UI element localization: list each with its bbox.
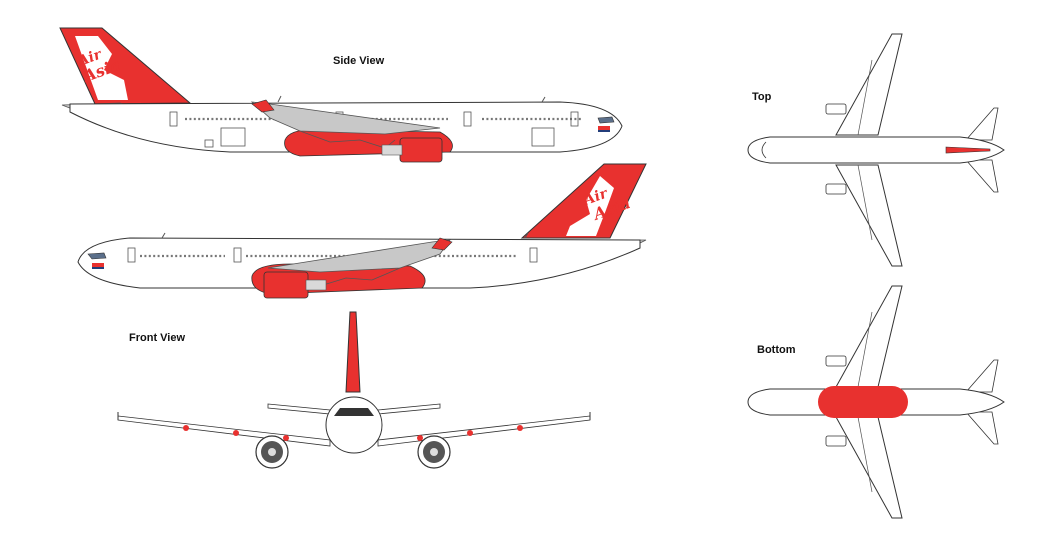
winglet <box>251 99 275 113</box>
cargo-door <box>531 127 555 147</box>
wing-lower <box>835 164 903 267</box>
top-view-aircraft <box>747 33 1005 267</box>
flap-fairing <box>517 425 523 431</box>
wing <box>267 239 451 273</box>
engine-nacelle <box>399 137 443 163</box>
horizontal-stabilizer <box>965 359 999 393</box>
cargo-door <box>204 139 214 148</box>
flap-fairing <box>283 435 289 441</box>
door <box>233 247 242 263</box>
flap-fairing <box>467 430 473 436</box>
flag-decal <box>92 267 104 269</box>
tail-fin-top <box>945 146 991 154</box>
engine <box>825 183 847 195</box>
tail-fin-white-patch <box>75 36 128 100</box>
flap-track <box>319 267 401 287</box>
engine-spinner <box>268 448 276 456</box>
engine <box>825 435 847 447</box>
cockpit-outline <box>761 141 767 159</box>
horizontal-stabilizer <box>965 411 999 445</box>
cargo-door <box>220 127 246 147</box>
tail-fin-white-patch <box>566 176 614 236</box>
front-view-aircraft <box>117 311 591 469</box>
bottom-view-aircraft <box>747 285 1005 519</box>
engine-exhaust <box>305 279 327 291</box>
horizontal-stabilizer <box>267 403 331 415</box>
flap-line <box>857 164 873 241</box>
bottom-view-label: Bottom <box>757 344 796 356</box>
flap-fairing <box>417 435 423 441</box>
horizontal-stabilizer <box>965 159 999 193</box>
door <box>570 111 579 127</box>
antenna <box>277 95 282 103</box>
door <box>463 111 472 127</box>
flap-line <box>857 59 873 136</box>
wing-right <box>377 415 591 447</box>
fuselage-front <box>325 396 383 454</box>
door <box>529 247 538 263</box>
winglet <box>431 237 453 251</box>
door <box>127 247 136 263</box>
flag-decal <box>92 263 104 267</box>
flap-fairing <box>233 430 239 436</box>
antenna <box>524 232 529 239</box>
side-view-aircraft-right: Air Asia <box>59 27 623 163</box>
wing-upper <box>835 33 903 136</box>
side-view-label: Side View <box>333 55 385 67</box>
front-view-label: Front View <box>129 332 186 344</box>
wing <box>250 101 441 135</box>
fuselage <box>747 136 1005 164</box>
flap-line <box>857 416 873 493</box>
wing-lower <box>835 416 903 519</box>
cockpit-window <box>87 252 107 260</box>
tail-fin <box>520 163 647 239</box>
antenna <box>161 232 166 239</box>
flap-line <box>857 311 873 388</box>
cockpit-window <box>597 116 615 124</box>
flap-fairing <box>183 425 189 431</box>
wing-upper <box>835 285 903 388</box>
horizontal-stabilizer <box>965 107 999 141</box>
antenna <box>541 96 546 103</box>
tail-fin <box>345 311 361 393</box>
flag-decal <box>598 130 610 132</box>
horizontal-stabilizer <box>377 403 441 415</box>
engine-spinner <box>430 448 438 456</box>
engine <box>825 355 847 367</box>
flag-decal <box>598 126 610 130</box>
cockpit-window <box>334 408 374 416</box>
side-view-aircraft-left: Air Asia <box>77 163 647 299</box>
engine-nacelle <box>263 271 309 299</box>
engine <box>825 103 847 115</box>
top-view-label: Top <box>752 91 772 103</box>
engine-exhaust <box>381 144 403 156</box>
belly-fairing <box>818 386 908 418</box>
door <box>169 111 178 127</box>
wing-left <box>117 415 331 447</box>
